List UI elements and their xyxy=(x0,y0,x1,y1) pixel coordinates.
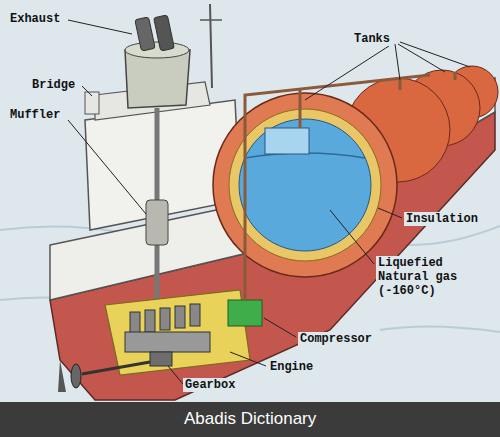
part-label: Exhaust xyxy=(8,12,62,26)
part-label: Compressor xyxy=(298,332,374,346)
part-label: Bridge xyxy=(30,78,77,92)
watermark: Abadis Dictionary xyxy=(184,409,316,429)
part-label: Muffler xyxy=(8,108,62,122)
part-label: Insulation xyxy=(404,212,480,226)
part-label: Engine xyxy=(268,360,315,374)
part-label: Liquefied Natural gas (-160°C) xyxy=(376,256,464,298)
part-label: Tanks xyxy=(352,32,392,46)
part-label: Gearbox xyxy=(183,378,237,392)
